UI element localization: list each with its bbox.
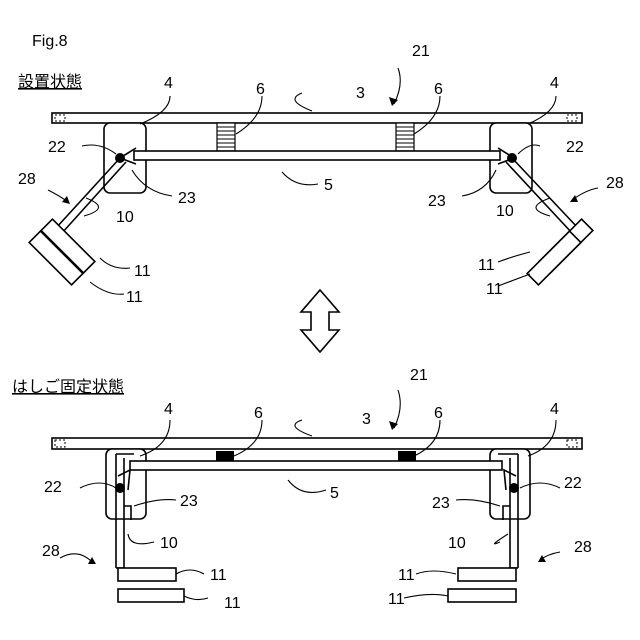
top-pivot-left (115, 153, 125, 163)
top-carrier-bar (52, 113, 582, 123)
bottom-ladder-left-lower (118, 589, 184, 602)
bottom-pivot-left (115, 483, 125, 493)
bottom-label-28-left: 28 (42, 543, 60, 560)
top-label-11-left-b: 11 (126, 289, 143, 306)
top-spring-right (396, 123, 414, 151)
top-label-3: 3 (356, 85, 365, 102)
bottom-ladder-right-upper (458, 568, 516, 581)
bottom-label-6-left: 6 (254, 405, 263, 422)
bottom-label-11-left-a: 11 (210, 567, 227, 584)
top-spring-left (217, 123, 235, 151)
figure-label: Fig.8 (32, 33, 68, 50)
top-label-22-left: 22 (48, 139, 66, 156)
top-label-28-left: 28 (18, 171, 36, 188)
bottom-ladder-left-upper (118, 568, 176, 581)
top-label-10-right: 10 (496, 203, 514, 220)
bottom-label-5: 5 (330, 485, 339, 502)
bottom-label-6-right: 6 (434, 405, 443, 422)
bottom-label-22-left: 22 (44, 479, 62, 496)
top-label-11-right-a: 11 (478, 257, 495, 274)
bottom-plate (130, 461, 502, 470)
bottom-label-10-right: 10 (448, 535, 466, 552)
top-label-22-right: 22 (566, 139, 584, 156)
top-label-21: 21 (412, 43, 430, 60)
top-label-23-left: 23 (178, 190, 196, 207)
top-label-5: 5 (324, 177, 333, 194)
bottom-label-11-left-b: 11 (224, 595, 241, 612)
top-caption: 設置状態 (18, 73, 82, 91)
top-label-6-right: 6 (434, 81, 443, 98)
bottom-spring-left (216, 451, 234, 461)
top-label-28-right: 28 (606, 175, 624, 192)
top-pivot-right (507, 153, 517, 163)
top-label-23-right: 23 (428, 193, 446, 210)
top-label-6-left: 6 (256, 81, 265, 98)
bottom-label-10-left: 10 (160, 535, 178, 552)
top-plate (134, 151, 500, 160)
top-label-11-right-b: 11 (486, 281, 503, 298)
bottom-state-diagram: はしご固定状態 21 3 4 6 6 4 22 22 (12, 367, 592, 612)
bottom-label-23-right: 23 (432, 495, 450, 512)
bottom-label-21: 21 (410, 367, 428, 384)
bottom-label-11-right-a: 11 (398, 567, 415, 584)
top-label-4-right: 4 (550, 75, 559, 92)
top-label-4-left: 4 (164, 75, 173, 92)
top-ladder-right (527, 219, 593, 285)
bottom-label-22-right: 22 (564, 475, 582, 492)
bottom-pivot-right (509, 483, 519, 493)
bottom-bracket-left (106, 449, 146, 519)
bottom-caption: はしご固定状態 (12, 378, 124, 396)
bottom-label-4-left: 4 (164, 401, 173, 418)
bottom-ladder-right-lower (448, 589, 516, 602)
top-label-11-left-a: 11 (134, 263, 151, 280)
top-state-diagram: 設置状態 (18, 43, 624, 306)
bottom-label-28-right: 28 (574, 539, 592, 556)
double-vertical-arrow (301, 290, 339, 352)
bottom-label-3: 3 (362, 411, 371, 428)
top-label-10-left: 10 (116, 209, 134, 226)
bottom-label-23-left: 23 (180, 493, 198, 510)
bottom-label-4-right: 4 (550, 401, 559, 418)
bottom-spring-right (398, 451, 416, 461)
bottom-carrier-bar (52, 438, 582, 449)
bottom-label-11-right-b: 11 (388, 591, 405, 608)
top-ladder-left (29, 219, 95, 285)
